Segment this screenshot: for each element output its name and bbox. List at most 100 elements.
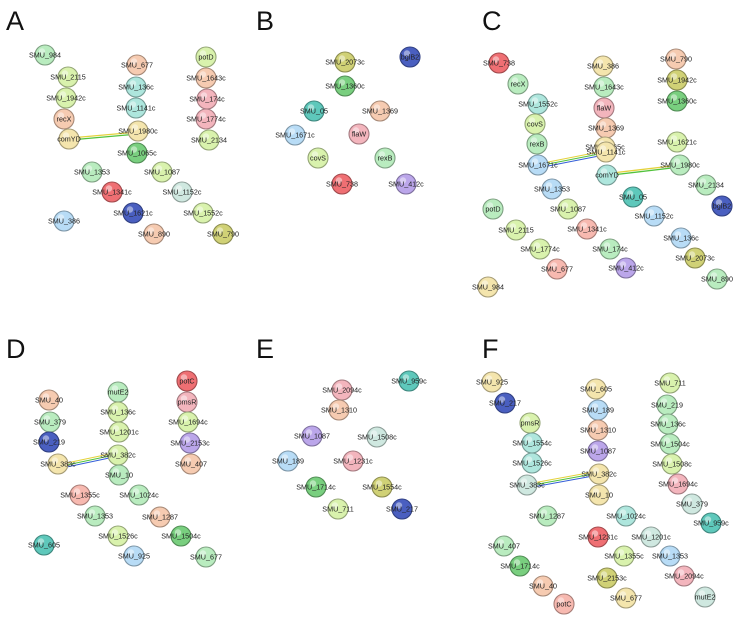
node-smu-1621c[interactable]: SMU_1621c bbox=[657, 131, 697, 153]
node-smu-2094c[interactable]: SMU_2094c bbox=[664, 565, 704, 587]
node-smu-1065c[interactable]: SMU_1065c bbox=[117, 142, 157, 164]
node-smu-925[interactable]: SMU_925 bbox=[118, 545, 150, 567]
node-smu-412c[interactable]: SMU_412c bbox=[608, 257, 644, 279]
node-smu-2073c[interactable]: SMU_2073c bbox=[325, 51, 365, 73]
node-smu-738[interactable]: SMU_738 bbox=[483, 52, 515, 74]
node-smu-1355c[interactable]: SMU_1355c bbox=[60, 484, 100, 506]
node-smu-890[interactable]: SMU_890 bbox=[138, 223, 170, 245]
node-smu-1714c[interactable]: SMU_1714c bbox=[296, 476, 336, 498]
node-flaw[interactable]: flaW bbox=[593, 97, 615, 119]
node-smu-382c[interactable]: SMU_382c bbox=[100, 444, 136, 466]
node-smu-1369[interactable]: SMU_1369 bbox=[588, 117, 624, 139]
node-smu-136c[interactable]: SMU_136c bbox=[100, 401, 136, 423]
node-smu-2153c[interactable]: SMU_2153c bbox=[170, 432, 210, 454]
node-smu-412c[interactable]: SMU_412c bbox=[388, 173, 424, 195]
node-smu-1310[interactable]: SMU_1310 bbox=[321, 399, 357, 421]
node-smu-136c[interactable]: SMU_136c bbox=[663, 227, 699, 249]
node-smu-677[interactable]: SMU_677 bbox=[121, 54, 153, 76]
node-smu-677[interactable]: SMU_677 bbox=[541, 258, 573, 280]
node-smu-2115[interactable]: SMU_2115 bbox=[50, 66, 86, 88]
node-smu-1353[interactable]: SMU_1353 bbox=[77, 505, 113, 527]
node-potd[interactable]: potD bbox=[195, 46, 217, 68]
node-bglb2[interactable]: bglB2 bbox=[399, 46, 421, 68]
node-flaw[interactable]: flaW bbox=[348, 123, 370, 145]
node-smu-05[interactable]: SMU_05 bbox=[619, 186, 647, 208]
node-smu-1643c[interactable]: SMU_1643c bbox=[186, 67, 226, 89]
node-smu-1141c[interactable]: SMU_1141c bbox=[586, 141, 626, 163]
node-smu-711[interactable]: SMU_711 bbox=[654, 372, 686, 394]
node-comyd[interactable]: comYD bbox=[595, 164, 619, 186]
node-smu-1504c[interactable]: SMU_1504c bbox=[161, 525, 201, 547]
node-smu-1201c[interactable]: SMU_1201c bbox=[99, 421, 139, 443]
node-smu-136c[interactable]: SMU_136c bbox=[650, 413, 686, 435]
node-pmsr[interactable]: pmsR bbox=[176, 391, 198, 413]
node-recx[interactable]: recX bbox=[53, 108, 75, 130]
node-mute2[interactable]: mutE2 bbox=[694, 586, 716, 608]
node-smu-677[interactable]: SMU_677 bbox=[610, 587, 642, 609]
node-smu-219[interactable]: SMU_219 bbox=[651, 394, 683, 416]
node-smu-1714c[interactable]: SMU_1714c bbox=[500, 555, 540, 577]
node-smu-677[interactable]: SMU_677 bbox=[190, 546, 222, 568]
node-smu-40[interactable]: SMU_40 bbox=[529, 575, 557, 597]
node-rexb[interactable]: rexB bbox=[526, 133, 548, 155]
node-smu-219[interactable]: SMU_219 bbox=[33, 431, 65, 453]
node-smu-1087[interactable]: SMU_1087 bbox=[294, 425, 330, 447]
node-smu-1508c[interactable]: SMU_1508c bbox=[357, 426, 397, 448]
node-smu-984[interactable]: SMU_984 bbox=[29, 44, 61, 66]
node-smu-1621c[interactable]: SMU_1621c bbox=[113, 202, 153, 224]
node-potd[interactable]: potD bbox=[482, 198, 504, 220]
node-smu-1341c[interactable]: SMU_1341c bbox=[567, 218, 607, 240]
node-smu-217[interactable]: SMU_217 bbox=[489, 392, 521, 414]
node-smu-1980c[interactable]: SMU_1980c bbox=[118, 120, 158, 142]
node-smu-1087[interactable]: SMU_1087 bbox=[580, 440, 616, 462]
node-smu-1942c[interactable]: SMU_1942c bbox=[657, 69, 697, 91]
node-smu-1694c[interactable]: SMU_1694c bbox=[168, 411, 208, 433]
node-smu-1355c[interactable]: SMU_1355c bbox=[604, 545, 644, 567]
node-smu-711[interactable]: SMU_711 bbox=[322, 498, 354, 520]
node-smu-136c[interactable]: SMU_136c bbox=[118, 76, 154, 98]
node-smu-10[interactable]: SMU_10 bbox=[105, 464, 133, 486]
node-potc[interactable]: potC bbox=[553, 593, 575, 615]
node-smu-1141c[interactable]: SMU_1141c bbox=[116, 97, 156, 119]
node-smu-1087[interactable]: SMU_1087 bbox=[144, 161, 180, 183]
node-smu-1369[interactable]: SMU_1369 bbox=[362, 100, 398, 122]
node-smu-1310[interactable]: SMU_1310 bbox=[580, 419, 616, 441]
node-smu-386[interactable]: SMU_386 bbox=[48, 210, 80, 232]
node-smu-1201c[interactable]: SMU_1201c bbox=[631, 526, 671, 548]
node-smu-1942c[interactable]: SMU_1942c bbox=[46, 87, 86, 109]
node-smu-890[interactable]: SMU_890 bbox=[701, 268, 733, 290]
node-smu-1360c[interactable]: SMU_1360c bbox=[325, 75, 365, 97]
node-smu-174c[interactable]: SMU_174c bbox=[189, 88, 225, 110]
node-smu-1504c[interactable]: SMU_1504c bbox=[650, 433, 690, 455]
node-mute2[interactable]: mutE2 bbox=[107, 381, 129, 403]
node-smu-1671c[interactable]: SMU_1671c bbox=[275, 124, 315, 146]
node-smu-1552c[interactable]: SMU_1552c bbox=[518, 93, 558, 115]
node-smu-2134[interactable]: SMU_2134 bbox=[191, 129, 227, 151]
node-smu-2094c[interactable]: SMU_2094c bbox=[322, 379, 362, 401]
node-smu-386[interactable]: SMU_386 bbox=[587, 55, 619, 77]
node-smu-605[interactable]: SMU_605 bbox=[28, 534, 60, 556]
node-smu-959c[interactable]: SMU_959c bbox=[391, 370, 427, 392]
node-smu-407[interactable]: SMU_407 bbox=[175, 453, 207, 475]
node-smu-1774c[interactable]: SMU_1774c bbox=[186, 108, 226, 130]
node-smu-1554c[interactable]: SMU_1554c bbox=[512, 432, 552, 454]
node-smu-2134[interactable]: SMU_2134 bbox=[688, 174, 724, 196]
node-smu-1694c[interactable]: SMU_1694c bbox=[658, 473, 698, 495]
node-smu-1353[interactable]: SMU_1353 bbox=[652, 545, 688, 567]
node-smu-174c[interactable]: SMU_174c bbox=[592, 238, 628, 260]
node-smu-05[interactable]: SMU_05 bbox=[300, 100, 328, 122]
node-smu-1643c[interactable]: SMU_1643c bbox=[584, 76, 624, 98]
node-smu-1024c[interactable]: SMU_1024c bbox=[119, 484, 159, 506]
node-smu-217[interactable]: SMU_217 bbox=[386, 498, 418, 520]
node-smu-1508c[interactable]: SMU_1508c bbox=[652, 453, 692, 475]
node-smu-984[interactable]: SMU_984 bbox=[472, 276, 504, 298]
node-rexb[interactable]: rexB bbox=[374, 147, 396, 169]
node-smu-1231c[interactable]: SMU_1231c bbox=[333, 450, 373, 472]
node-pmsr[interactable]: pmsR bbox=[519, 412, 541, 434]
node-potc[interactable]: potC bbox=[176, 370, 198, 392]
node-smu-790[interactable]: SMU_790 bbox=[660, 48, 692, 70]
node-smu-1231c[interactable]: SMU_1231c bbox=[578, 526, 618, 548]
node-smu-2073c[interactable]: SMU_2073c bbox=[675, 247, 715, 269]
node-smu-40[interactable]: SMU_40 bbox=[35, 389, 63, 411]
node-smu-1526c[interactable]: SMU_1526c bbox=[512, 452, 552, 474]
